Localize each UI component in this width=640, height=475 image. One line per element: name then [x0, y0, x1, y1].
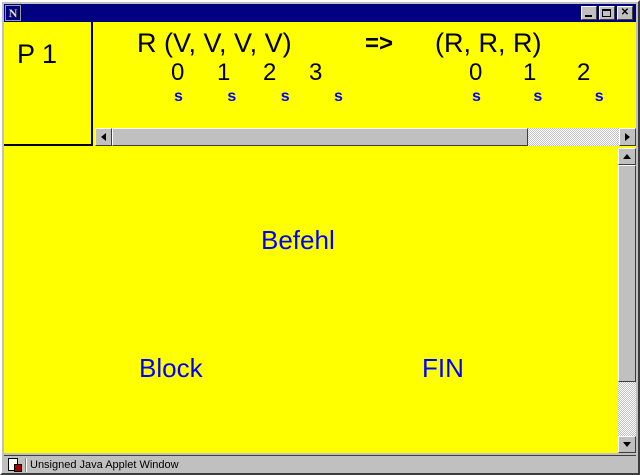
process-label: P 1	[17, 39, 58, 69]
java-applet-warning-icon	[6, 456, 22, 473]
graph-canvas[interactable]: Befehl Block FIN	[4, 148, 618, 453]
scroll-down-button[interactable]	[618, 436, 636, 453]
instruction-content: R (V, V, V, V) => (R, R, R) 0 1 2 3 0 1 …	[95, 22, 636, 128]
maximize-button[interactable]	[599, 6, 615, 20]
input-signature: R (V, V, V, V)	[137, 28, 292, 58]
window-controls: ✕	[581, 6, 633, 20]
output-subscripts: s s s	[472, 88, 628, 105]
signature-arrow: =>	[365, 30, 394, 57]
title-bar[interactable]: N ✕	[4, 4, 636, 22]
chevron-left-icon	[101, 133, 106, 141]
status-divider	[25, 457, 27, 472]
horizontal-scrollbar[interactable]	[95, 128, 636, 146]
status-bar: Unsigned Java Applet Window	[4, 455, 636, 473]
status-message: Unsigned Java Applet Window	[30, 458, 179, 471]
chevron-down-icon	[623, 442, 631, 447]
input-subscripts: s s s s	[174, 88, 363, 105]
vertical-scroll-track[interactable]	[618, 165, 636, 436]
scroll-right-button[interactable]	[619, 128, 636, 146]
close-button[interactable]: ✕	[617, 6, 633, 20]
maximize-icon	[602, 9, 611, 17]
vertical-scroll-thumb[interactable]	[618, 165, 636, 382]
chevron-right-icon	[625, 133, 630, 141]
input-indices: 0 1 2 3	[171, 59, 336, 86]
lock-shape	[14, 463, 22, 472]
scroll-left-button[interactable]	[95, 128, 112, 146]
netscape-n-glyph: N	[8, 6, 18, 20]
netscape-n-icon[interactable]: N	[5, 5, 21, 21]
output-indices: 0 1 2	[469, 59, 608, 86]
process-panel[interactable]: P 1	[4, 22, 93, 146]
output-signature: (R, R, R)	[435, 28, 542, 58]
graph-node-befehl[interactable]: Befehl	[261, 225, 335, 255]
instruction-panel[interactable]: R (V, V, V, V) => (R, R, R) 0 1 2 3 0 1 …	[95, 22, 636, 146]
minimize-icon	[585, 15, 592, 17]
chevron-up-icon	[623, 154, 631, 159]
graph-node-fin[interactable]: FIN	[422, 353, 464, 383]
graph-node-block[interactable]: Block	[139, 353, 203, 383]
horizontal-scroll-track[interactable]	[112, 128, 619, 146]
close-icon: ✕	[620, 7, 630, 18]
minimize-button[interactable]	[581, 6, 597, 20]
vertical-scrollbar[interactable]	[618, 148, 636, 453]
horizontal-scroll-thumb[interactable]	[112, 128, 528, 146]
applet-client-area: P 1 R (V, V, V, V) => (R, R, R) 0 1 2 3 …	[4, 22, 636, 453]
scroll-up-button[interactable]	[618, 148, 636, 165]
